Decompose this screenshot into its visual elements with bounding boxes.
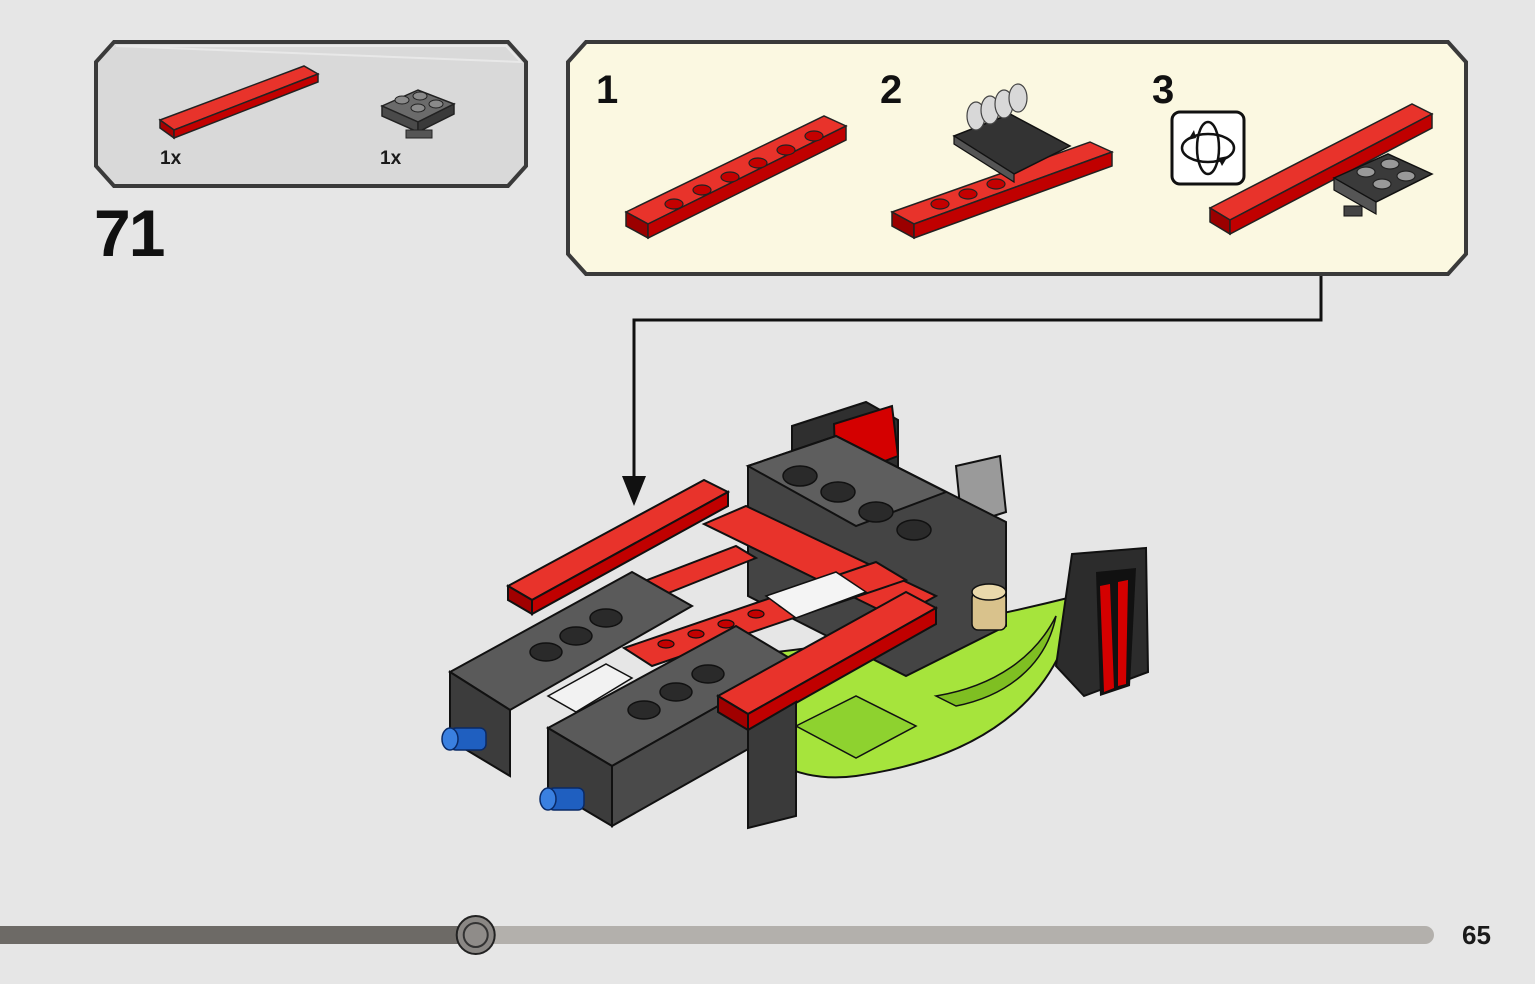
step-number: 71 — [94, 196, 165, 270]
page-progress-bar — [0, 915, 1434, 955]
progress-knob — [455, 915, 496, 955]
part-qty: 1x — [380, 148, 402, 169]
red-tile-part — [158, 65, 320, 140]
model-illustration — [441, 400, 1150, 830]
rotate-model-icon — [1170, 110, 1246, 186]
page-number: 65 — [1462, 920, 1491, 950]
substep-number: 1 — [596, 68, 619, 112]
substep-1-illustration — [624, 115, 848, 240]
substep-2-illustration — [890, 83, 1114, 240]
blue-pin-icon — [539, 787, 585, 811]
gray-clip-plate-part — [380, 89, 456, 139]
substep-number: 2 — [880, 68, 903, 112]
subassembly-panel: 1 2 3 — [566, 40, 1468, 276]
substep-3-illustration — [1208, 103, 1434, 236]
parts-panel-frame — [94, 40, 528, 188]
parts-list-panel: 1x 1x — [94, 40, 528, 188]
part-qty: 1x — [160, 148, 182, 169]
blue-pin-icon — [441, 727, 487, 751]
substep-number: 3 — [1152, 68, 1175, 112]
